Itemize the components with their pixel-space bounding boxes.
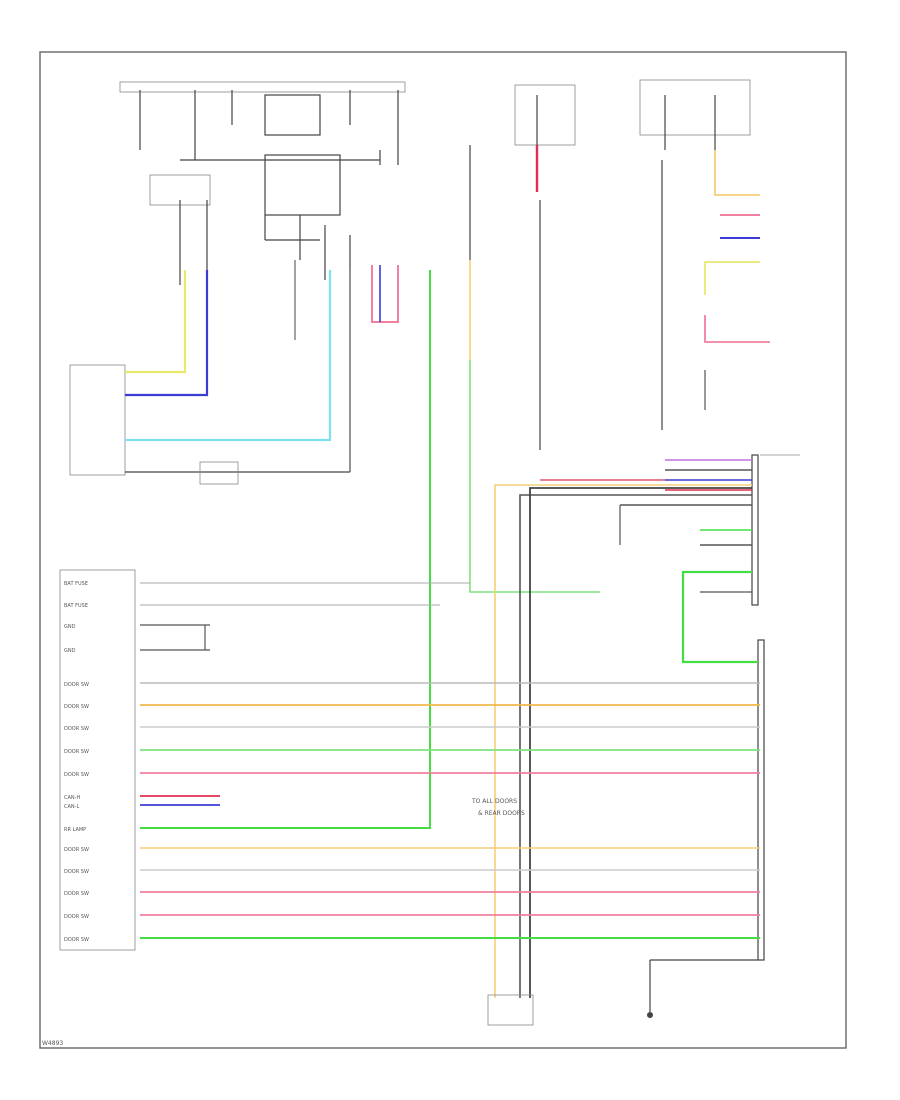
wire-blue-actuator (125, 270, 209, 397)
left-module-label: CAN-H (64, 795, 80, 801)
footer-code: W4893 (42, 1040, 63, 1047)
wire-yellow-switch (704, 261, 760, 295)
left-module-label: DOOR SW (64, 914, 89, 920)
left-module-labels: BAT FUSE BAT FUSE GND GND DOOR SW DOOR SW DOOR… (64, 581, 89, 943)
left-module-label: BAT FUSE (64, 603, 88, 609)
diagram-frame (39, 51, 847, 1049)
front-door-lock-actuator (69, 364, 350, 485)
left-module-label: GND (64, 648, 76, 654)
left-module-wires (140, 582, 760, 939)
wire-cyan-actuator (125, 270, 332, 442)
left-module-label: DOOR SW (64, 726, 89, 732)
wire-pink-switch (704, 315, 770, 343)
wire-yellow-right (714, 150, 760, 196)
bottom-components (487, 959, 758, 1026)
left-module-label: DOOR SW (64, 937, 89, 943)
left-module-label: DOOR SW (64, 869, 89, 875)
left-module-outline (59, 569, 136, 951)
fuse-box-left (119, 81, 406, 93)
left-module-label: DOOR SW (64, 891, 89, 897)
wire-yellow-actuator (125, 270, 187, 374)
left-module (59, 569, 136, 951)
upper-colored-wires (125, 145, 770, 593)
top-left-fuse-relay-group (119, 81, 406, 285)
ignition-relay (264, 94, 321, 136)
center-bus (494, 479, 752, 998)
left-module-label: CAN-L (64, 804, 79, 810)
front-wiper-relay (264, 154, 341, 216)
left-module-label: DOOR SW (64, 749, 89, 755)
lock-ground-block (199, 461, 239, 485)
left-module-label: DOOR SW (64, 847, 89, 853)
body-control-module (619, 454, 800, 961)
left-module-label: GND (64, 624, 76, 630)
door-lock-switch-bottom (487, 994, 534, 1026)
bottom-note-line1: TO ALL DOORS (471, 798, 517, 805)
wire-pink-loop (371, 265, 399, 323)
left-module-label: DOOR SW (64, 772, 89, 778)
wire-green-rr-lamp (140, 270, 431, 829)
fuse-box-right (639, 79, 751, 136)
left-module-label: DOOR SW (64, 682, 89, 688)
top-right-fuse-group (469, 79, 751, 450)
fuse-box-center (514, 84, 576, 146)
bottom-note-line2: & REAR DOORS (478, 810, 525, 817)
left-module-label: DOOR SW (64, 704, 89, 710)
left-module-label: BAT FUSE (64, 581, 88, 587)
wire-light-green-center (469, 360, 600, 593)
left-module-label: RR LAMP (64, 827, 86, 833)
